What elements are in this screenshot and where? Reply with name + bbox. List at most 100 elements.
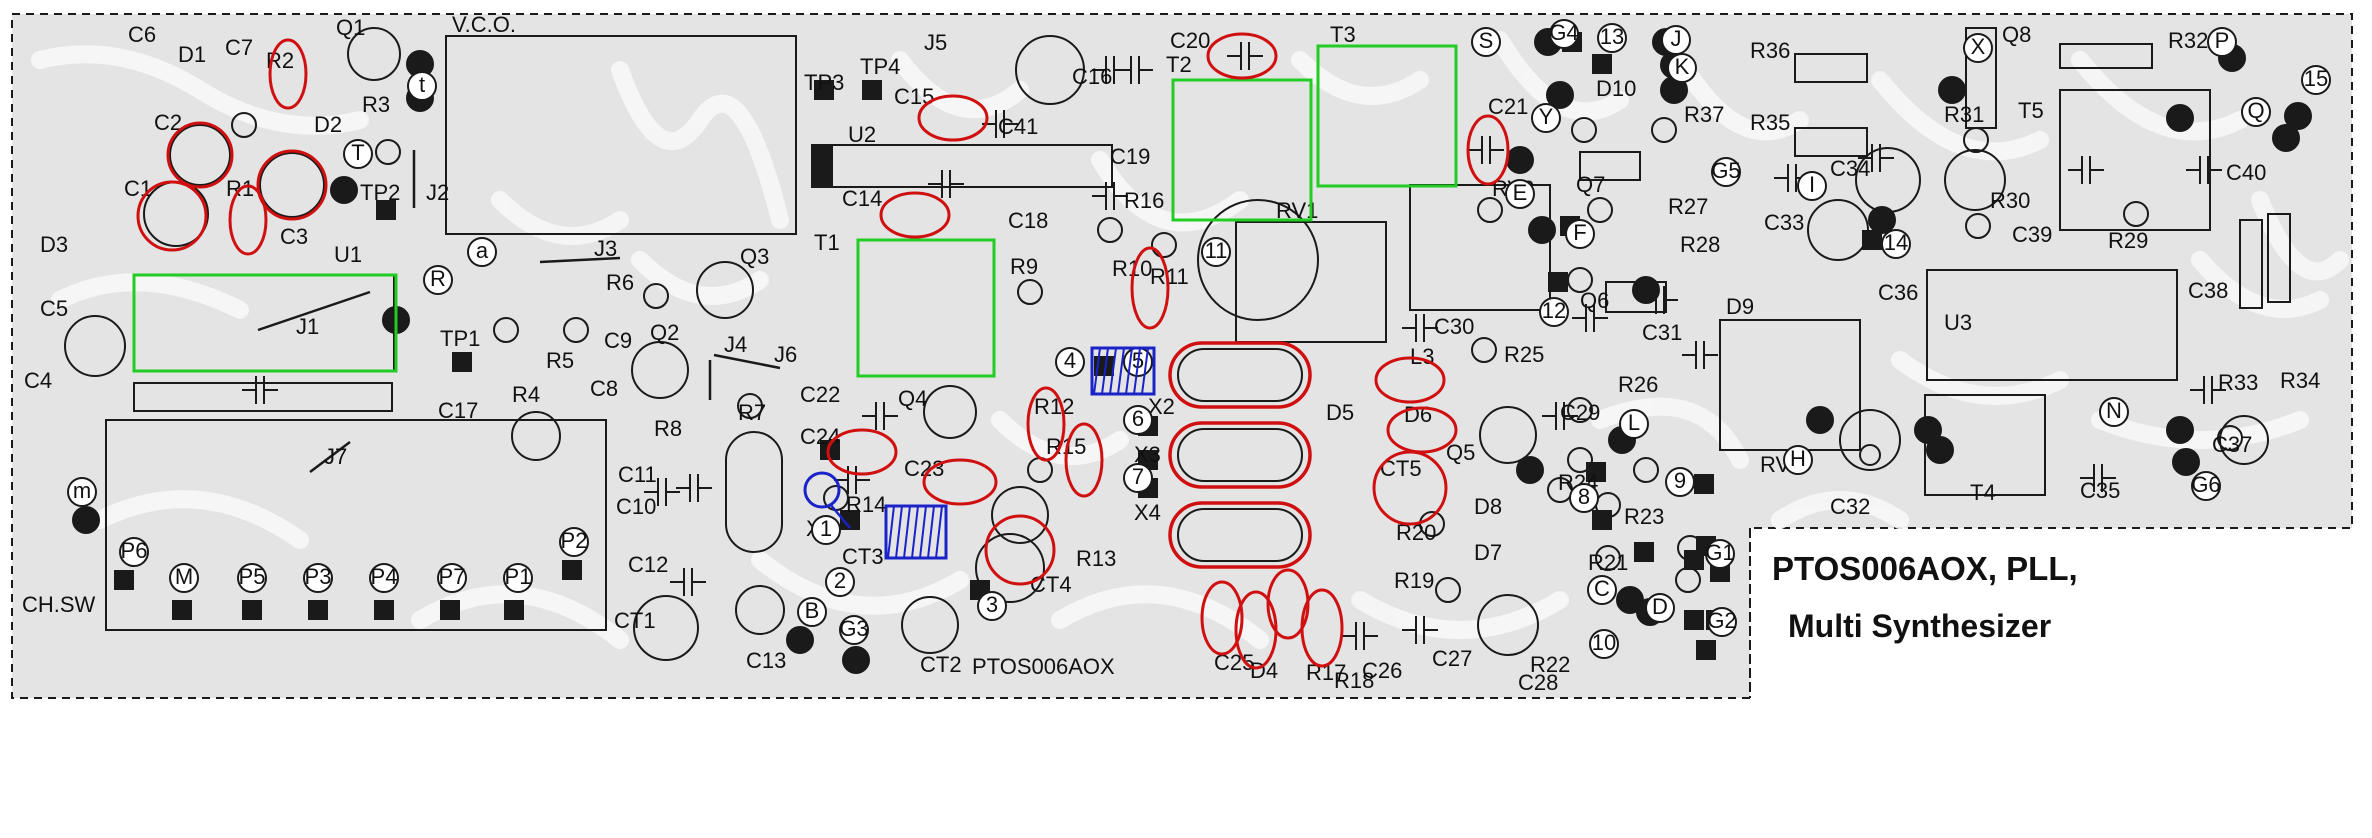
component-label: R12	[1034, 394, 1074, 419]
component-label: D5	[1326, 400, 1354, 425]
copper-trace	[1291, 51, 1429, 105]
pad-id-label: a	[476, 238, 489, 263]
component-label: R8	[654, 416, 682, 441]
solder-pad-round	[1528, 216, 1556, 244]
copper-trace	[751, 551, 969, 615]
vco-module	[445, 35, 797, 235]
component-label: C14	[842, 186, 882, 211]
pad-id-ring	[169, 563, 199, 593]
solder-pad-square	[440, 600, 460, 620]
solder-pad-square	[1586, 462, 1606, 482]
solder-pad-square	[172, 600, 192, 620]
component-label: C18	[1008, 208, 1048, 233]
u2-pin1	[811, 144, 833, 188]
component-label: C36	[1878, 280, 1918, 305]
pad-id-label: P2	[561, 528, 588, 553]
component-label: TP3	[804, 70, 844, 95]
pad-id-label: E	[1513, 180, 1528, 205]
pad-id-ring	[1505, 179, 1535, 209]
solder-pad-square	[1696, 640, 1716, 660]
component-lead	[1571, 117, 1597, 143]
blue-leader-line	[829, 503, 851, 529]
jumper-arrow	[257, 290, 371, 332]
red-crystal-highlight	[1168, 421, 1312, 489]
component-label: R14	[846, 492, 886, 517]
solder-pad-round	[2284, 102, 2312, 130]
component-label: C21	[1488, 94, 1528, 119]
pad-id-label: S	[1479, 28, 1494, 53]
component-label: D10	[1596, 76, 1636, 101]
pad-id-label: 12	[1542, 298, 1566, 323]
component-label: Q4	[898, 386, 927, 411]
component-outline	[1859, 444, 1881, 466]
pad-id-label: G3	[839, 616, 868, 641]
component-label: D4	[1250, 658, 1278, 683]
red-highlight-ellipse	[984, 514, 1056, 586]
blue-hatch-line	[919, 505, 927, 559]
component-label: C13	[746, 648, 786, 673]
component-outline	[975, 533, 1045, 603]
component-label: R5	[546, 348, 574, 373]
red-highlight-ellipse	[1466, 114, 1510, 186]
component-label: J1	[296, 314, 319, 339]
pad-id-ring	[303, 563, 333, 593]
component-label: C27	[1432, 646, 1472, 671]
component-label: Q2	[650, 320, 679, 345]
pad-id-ring	[839, 615, 869, 645]
pad-id-label: P	[2215, 28, 2230, 53]
component-label: X2	[1148, 394, 1175, 419]
pad-id-ring	[1881, 229, 1911, 259]
component-label: J2	[426, 180, 449, 205]
solder-pad-square	[1548, 272, 1568, 292]
component-label: R31	[1944, 102, 1984, 127]
component-label: R25	[1504, 342, 1544, 367]
pad-id-ring	[503, 563, 533, 593]
pad-id-ring	[797, 597, 827, 627]
pad-id-ring	[2099, 397, 2129, 427]
pad-id-ring	[1705, 539, 1735, 569]
pad-id-label: 13	[1600, 24, 1624, 49]
component-label: C16	[1072, 64, 1112, 89]
green-highlight-box	[132, 273, 398, 373]
component-lead	[1595, 545, 1621, 571]
pad-id-label: M	[175, 564, 193, 589]
pad-id-ring	[1645, 593, 1675, 623]
solder-pad-round	[2172, 448, 2200, 476]
component-label: T1	[814, 230, 840, 255]
solder-pad-round	[2272, 124, 2300, 152]
pad-id-label: I	[1809, 172, 1815, 197]
component-outline	[735, 585, 785, 635]
pad-id-ring	[1797, 171, 1827, 201]
component-label: R28	[1680, 232, 1720, 257]
component-label: R4	[512, 382, 540, 407]
copper-trace	[2091, 411, 2309, 449]
copper-trace	[631, 251, 769, 305]
pad-id-ring	[1123, 463, 1153, 493]
jumper-arrow	[309, 441, 351, 473]
red-highlight-ellipse	[228, 184, 268, 256]
component-lead	[1633, 457, 1659, 483]
t5-transformer	[2059, 89, 2211, 231]
pad-id-ring	[1531, 103, 1561, 133]
pad-id-ring	[1963, 33, 1993, 63]
pad-id-label: P1	[505, 564, 532, 589]
component-label: Q8	[2002, 22, 2031, 47]
component-label: C26	[1362, 658, 1402, 683]
blue-hatch-line	[895, 505, 903, 559]
pad-id-ring	[2241, 97, 2271, 127]
rv2-trimmer	[1409, 184, 1551, 311]
component-label: C34	[1830, 156, 1870, 181]
component-lead	[493, 317, 519, 343]
component-lead	[1471, 337, 1497, 363]
red-highlight-ellipse	[1026, 386, 1066, 462]
red-highlight-ellipse	[1386, 406, 1458, 454]
component-label: C10	[616, 494, 656, 519]
solder-pad-round	[330, 176, 358, 204]
pad-id-ring	[1619, 409, 1649, 439]
t4-transformer	[1924, 394, 2046, 496]
component-label: C12	[628, 552, 668, 577]
component-label: CT1	[614, 608, 656, 633]
component-label: T2	[1166, 52, 1192, 77]
pad-id-label: D	[1652, 594, 1668, 619]
component-label: R30	[1990, 188, 2030, 213]
